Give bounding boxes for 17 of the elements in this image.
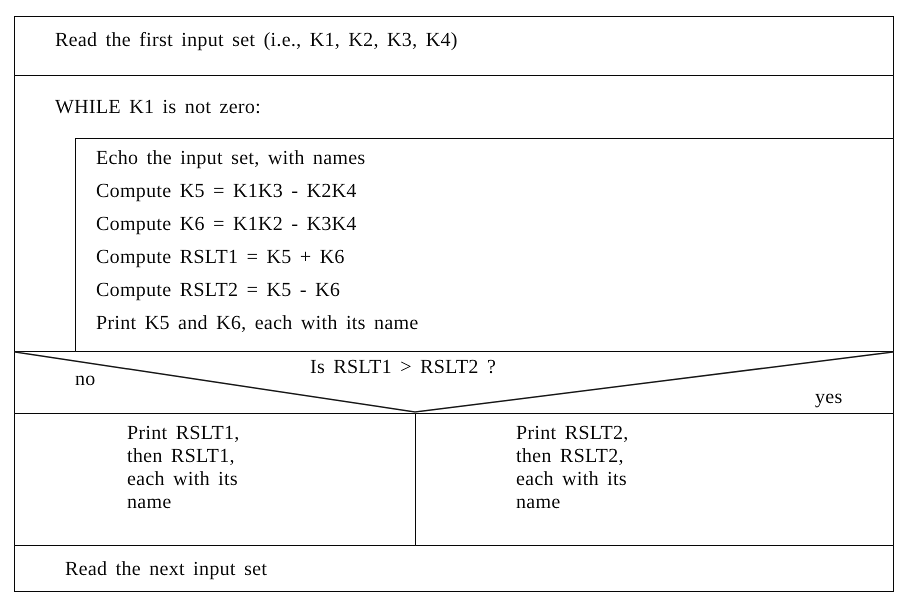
statement-text: Compute K6 = K1K2 - K3K4 <box>96 213 357 236</box>
branch-label: yes <box>815 386 843 409</box>
branch-box <box>415 413 893 545</box>
statement-text: Print K5 and K6, each with its name <box>96 312 419 335</box>
statement-text: Print RSLT1, then RSLT1, each with its name <box>127 422 241 514</box>
statement-text: Read the first input set (i.e., K1, K2, K3, K4) <box>55 29 458 52</box>
statement-text: Compute RSLT1 = K5 + K6 <box>96 246 345 269</box>
statement-text: Read the next input set <box>65 558 268 581</box>
loop-block <box>15 75 893 351</box>
statement-text: Compute RSLT2 = K5 - K6 <box>96 279 340 302</box>
condition-text: Is RSLT1 > RSLT2 ? <box>310 356 496 379</box>
statement-text: Compute K5 = K1K3 - K2K4 <box>96 180 357 203</box>
loop-condition-text: WHILE K1 is not zero: <box>55 96 262 119</box>
statement-text: Echo the input set, with names <box>96 147 366 170</box>
sequence-box <box>75 138 893 352</box>
statement-text: Print RSLT2, then RSLT2, each with its name <box>516 422 630 514</box>
branch-label: no <box>75 368 96 391</box>
